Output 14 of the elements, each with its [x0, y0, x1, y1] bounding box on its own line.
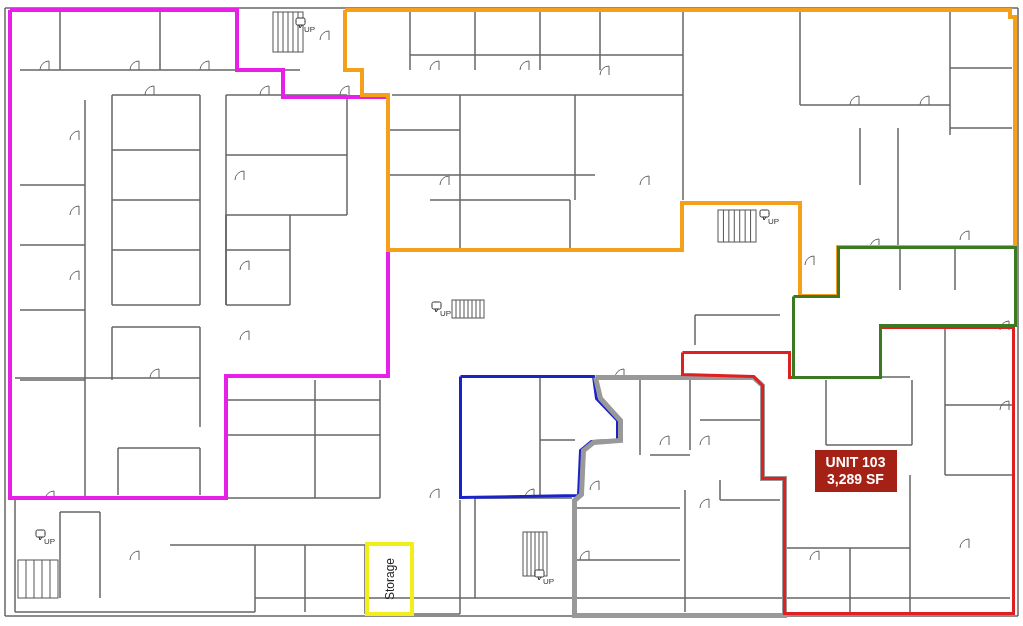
unit-outline — [458, 374, 619, 499]
stair-label: UP — [44, 537, 56, 546]
unit-outline — [791, 245, 1017, 379]
stair-label: UP — [768, 217, 780, 226]
unit-outline — [571, 374, 787, 618]
stair-label: UP — [440, 309, 452, 318]
unit-label: UNIT 103 3,289 SF — [814, 449, 897, 492]
stair-label: UP — [543, 577, 555, 586]
stair-label: UP — [304, 25, 316, 34]
unit-outline — [343, 8, 1017, 298]
storage-room — [365, 542, 414, 616]
unit-outline — [680, 325, 1015, 615]
room-label: Storage — [382, 558, 397, 600]
unit-outline — [8, 8, 390, 500]
